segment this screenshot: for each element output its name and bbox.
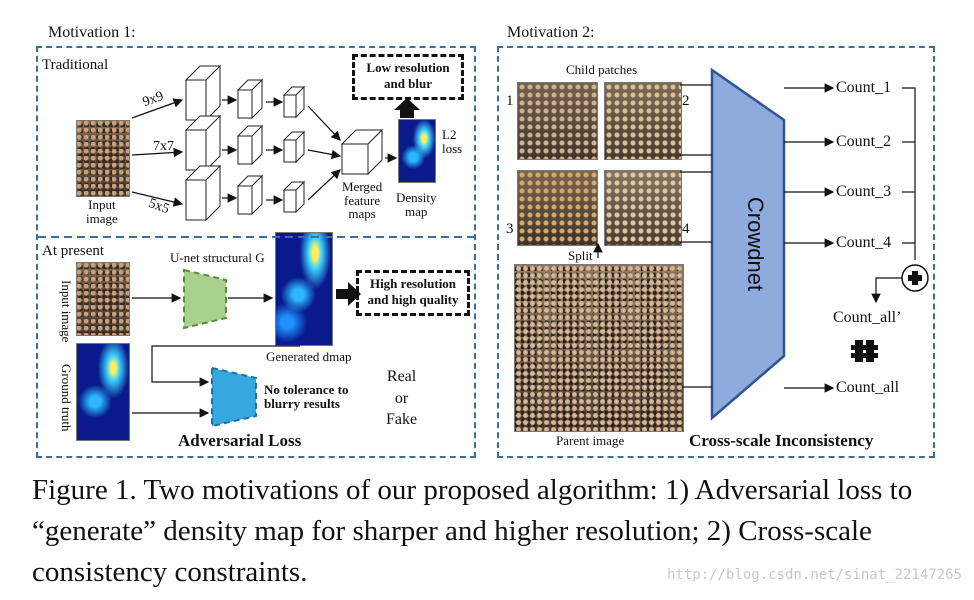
patch-to-net-lines (680, 84, 712, 388)
sum-to-countall-arrow (871, 277, 902, 304)
child-patch-2 (604, 82, 682, 160)
child-patch-4 (604, 170, 682, 246)
child-patch-3 (517, 170, 598, 246)
sum-lines (902, 87, 916, 260)
count-3-label: Count_3 (836, 183, 892, 200)
figure-caption: Figure 1. Two motivations of our propose… (32, 474, 913, 588)
patch-number-2: 2 (682, 93, 690, 109)
discriminator-shape (211, 366, 257, 428)
kernel-label-7x7: 7x7 (153, 139, 174, 154)
motivation2-panel (497, 46, 935, 458)
real-or-fake-label: Real or Fake (386, 368, 418, 429)
traditional-arrows (131, 95, 398, 207)
count-4-label: Count_4 (836, 234, 892, 251)
crowdnet-shape (710, 67, 786, 421)
not-equal-icon (851, 340, 878, 362)
patch-number-3: 3 (506, 221, 514, 237)
traditional-label: Traditional (42, 57, 109, 73)
generator-shape (183, 268, 227, 330)
input-image-present (76, 262, 130, 336)
motivation2-title: Motivation 2: (507, 24, 595, 41)
child-patch-1 (517, 82, 598, 160)
watermark: http://blog.csdn.net/sinat_22147265 (666, 567, 962, 583)
motivation1-title: Motivation 1: (48, 24, 136, 41)
low-resolution-box: Low resolution and blur (352, 54, 464, 100)
cross-scale-label: Cross-scale Inconsistency (689, 431, 874, 450)
count-1-label: Count_1 (836, 79, 892, 96)
ground-truth-image (76, 343, 130, 441)
density-map-traditional (398, 119, 436, 183)
right-arrow (336, 282, 361, 306)
parent-image-label: Parent image (556, 433, 625, 448)
density-map-label: Density map (396, 190, 437, 219)
crowdnet-text: Crowdnet (743, 197, 768, 291)
merged-feature-label: Merged feature maps (342, 179, 383, 222)
cnn-branches (184, 64, 384, 222)
count-all-prime-label: Count_all’ (833, 309, 902, 326)
generated-dmap-label: Generated dmap (266, 349, 352, 364)
parent-image (514, 264, 684, 432)
child-patches-label: Child patches (566, 62, 638, 77)
at-present-label: At present (42, 243, 105, 259)
count-2-label: Count_2 (836, 133, 892, 150)
adversarial-loss-label: Adversarial Loss (178, 431, 302, 450)
motivation1-panel (36, 46, 476, 458)
patch-number-4: 4 (682, 221, 690, 237)
l2-loss-label: L2 loss (442, 127, 463, 156)
count-arrows (784, 83, 835, 393)
patch-number-1: 1 (506, 93, 514, 109)
no-tolerance-label: No tolerance to blurry results (264, 382, 349, 411)
plus-circle (901, 264, 929, 292)
high-resolution-box: High resolution and high quality (356, 270, 470, 316)
split-label: Split (568, 248, 593, 263)
up-arrow (394, 98, 420, 118)
input-image-label: Input image (86, 197, 118, 226)
generated-density-map (275, 232, 333, 346)
unet-label: U-net structural G (170, 250, 265, 265)
input-image-traditional (76, 120, 130, 197)
count-all-label: Count_all (836, 379, 900, 396)
